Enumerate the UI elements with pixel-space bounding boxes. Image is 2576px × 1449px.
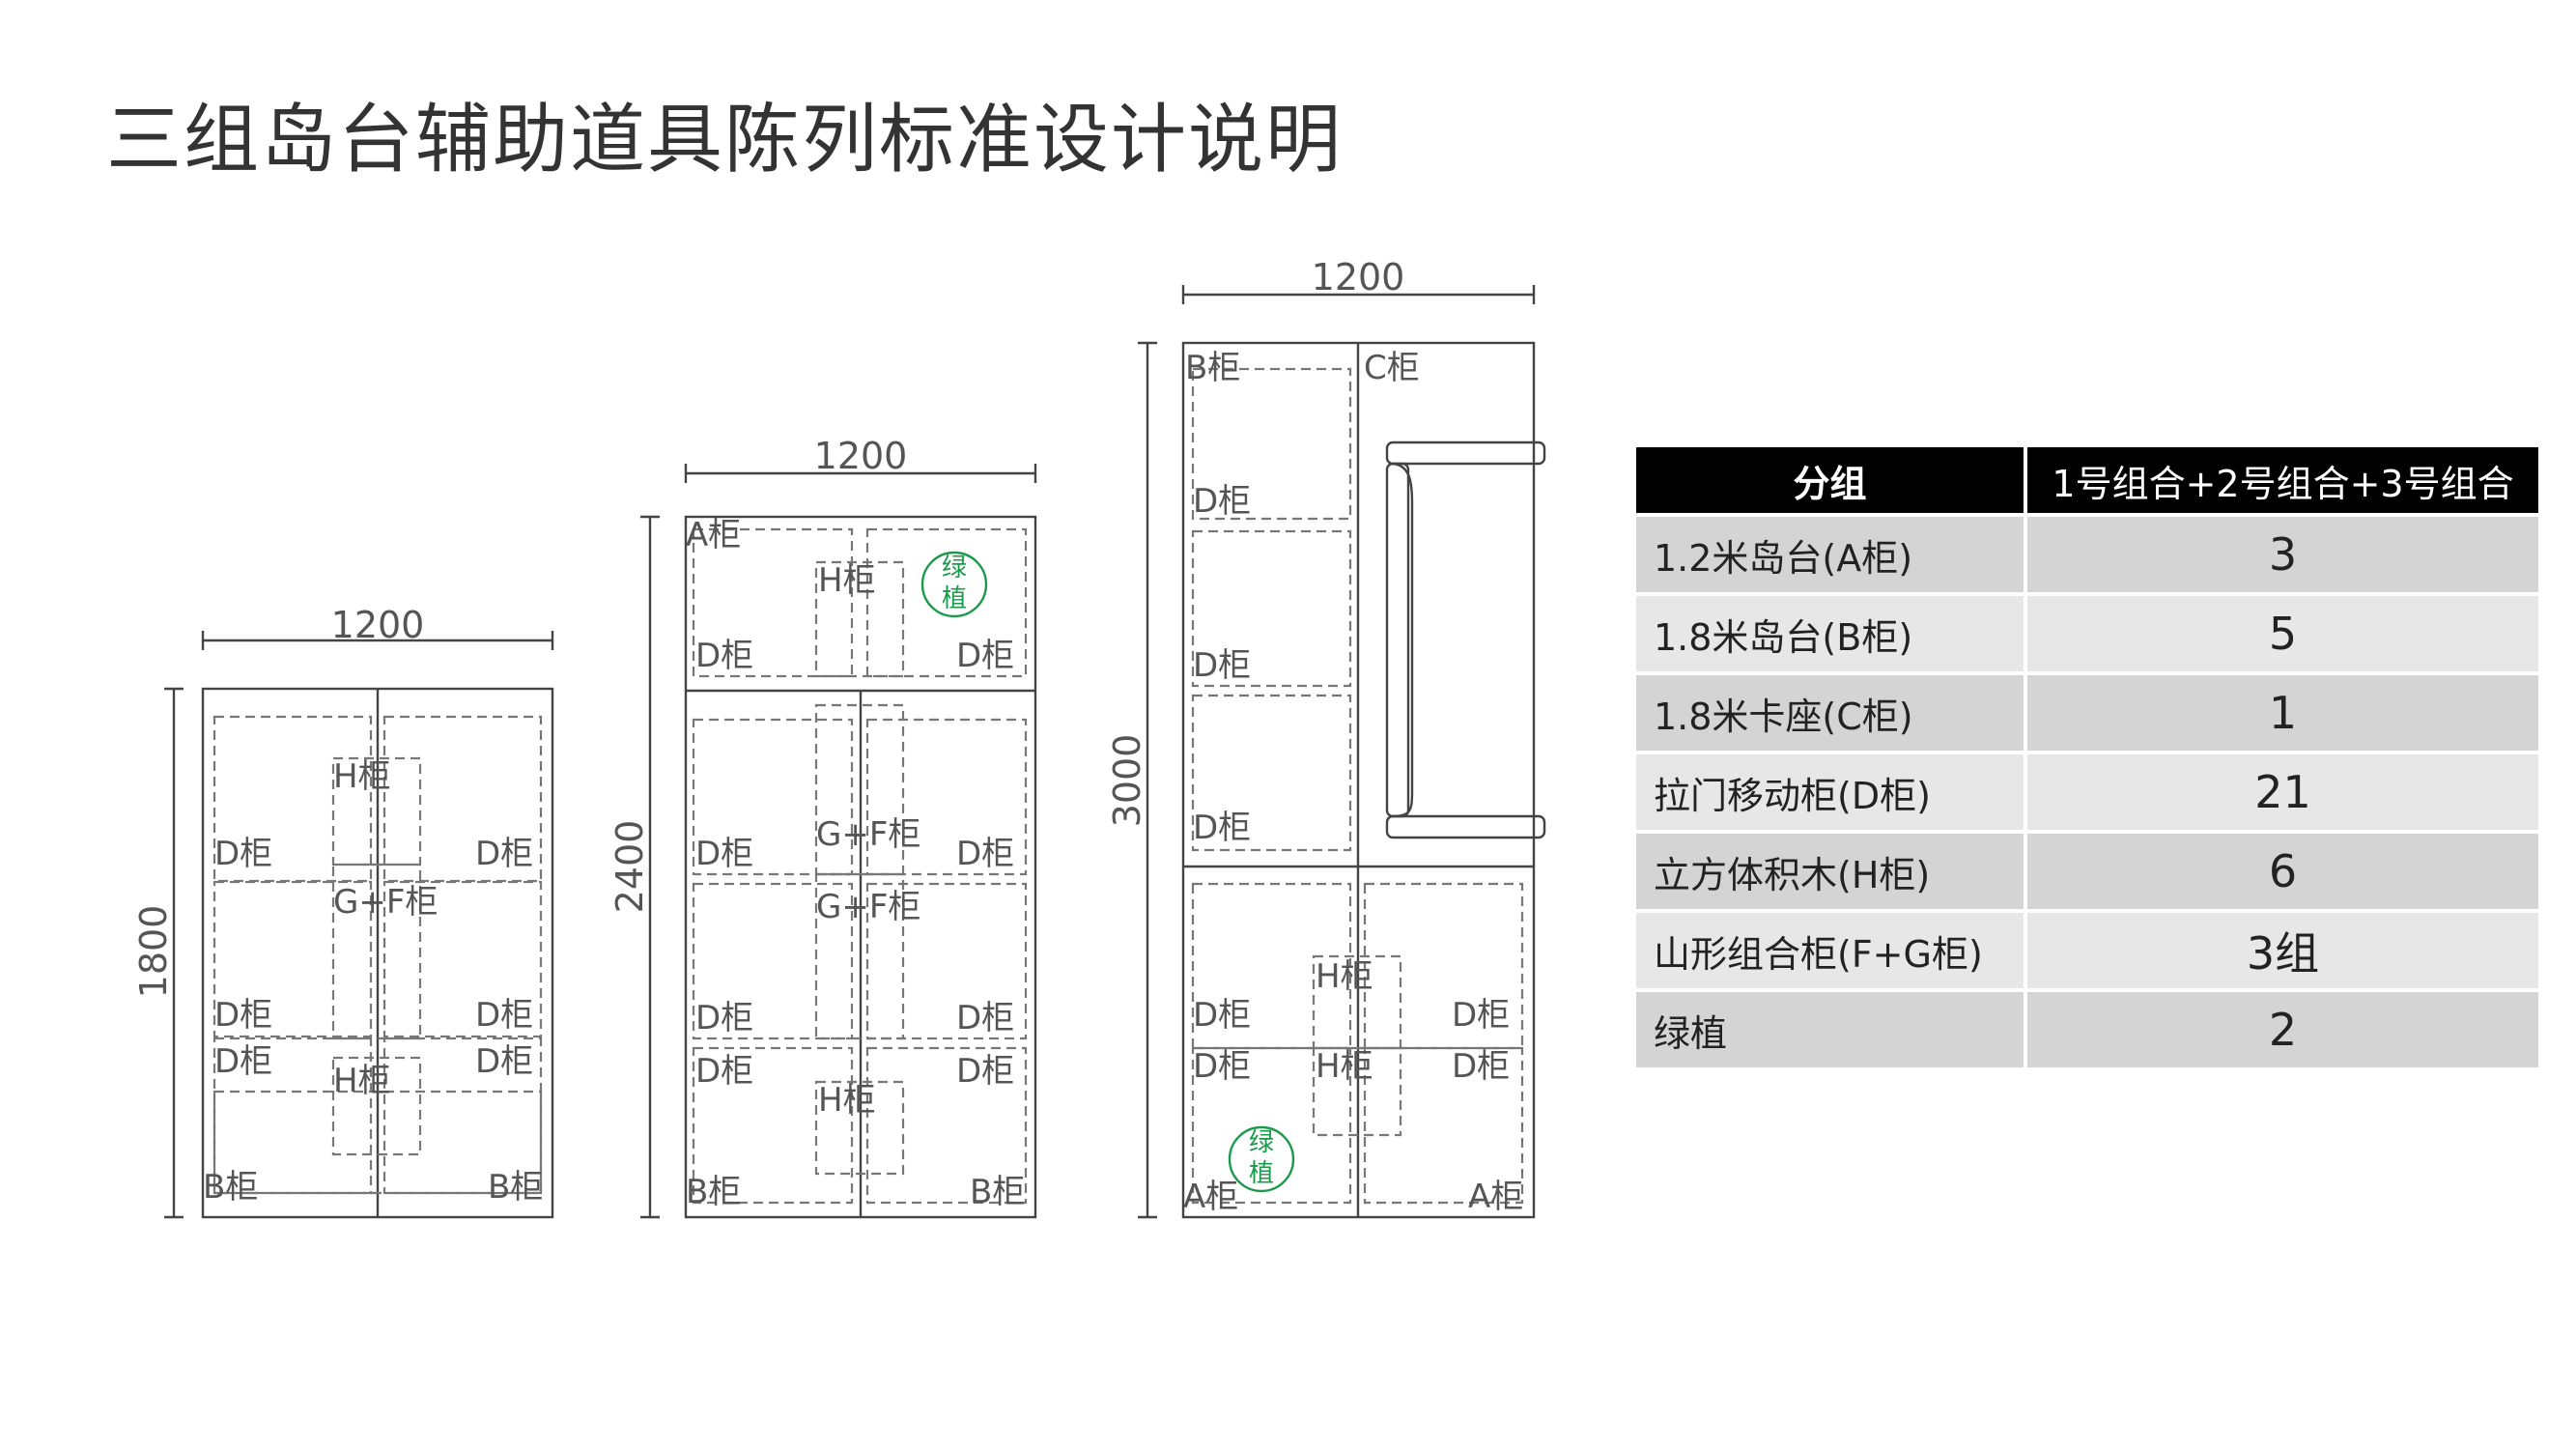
dim-height-1: 1800 bbox=[132, 905, 175, 999]
label-c: C柜 bbox=[1364, 349, 1420, 387]
dim-height-2: 2400 bbox=[609, 820, 651, 914]
row-label: 山形组合柜(F+G柜) bbox=[1636, 909, 2025, 990]
label-gf: G+F柜 bbox=[816, 888, 920, 926]
row-value: 5 bbox=[2024, 592, 2538, 673]
label-h: H柜 bbox=[818, 561, 876, 600]
label-d: D柜 bbox=[956, 637, 1014, 675]
summary-table: 分组 1号组合+2号组合+3号组合 1.2米岛台(A柜) 3 1.8米岛台(B柜… bbox=[1636, 447, 2538, 1067]
dim-height-3: 3000 bbox=[1106, 734, 1148, 828]
plant-label: 植 bbox=[1249, 1159, 1274, 1188]
page-title: 三组岛台辅助道具陈列标准设计说明 bbox=[106, 97, 1344, 184]
label-a: A柜 bbox=[1183, 1178, 1238, 1216]
plant-label: 植 bbox=[942, 584, 967, 613]
label-b: B柜 bbox=[686, 1173, 741, 1211]
label-d: D柜 bbox=[956, 835, 1014, 873]
label-d: D柜 bbox=[1193, 996, 1251, 1035]
label-b: B柜 bbox=[488, 1168, 543, 1207]
plant-label: 绿 bbox=[1249, 1128, 1274, 1157]
label-gf: G+F柜 bbox=[333, 883, 438, 922]
row-label: 立方体积木(H柜) bbox=[1636, 830, 2025, 911]
table-header-combo: 1号组合+2号组合+3号组合 bbox=[2024, 447, 2538, 515]
row-value: 2 bbox=[2024, 988, 2538, 1067]
label-d: D柜 bbox=[214, 996, 272, 1035]
floor-plan-drawing: 1200 1800 1200 2400 1200 3000 D柜 D柜 H柜 G… bbox=[132, 256, 1546, 1219]
row-value: 21 bbox=[2024, 751, 2538, 832]
summary-table-wrapper: 分组 1号组合+2号组合+3号组合 1.2米岛台(A柜) 3 1.8米岛台(B柜… bbox=[1636, 447, 2576, 1067]
label-d: D柜 bbox=[1193, 646, 1251, 685]
label-d: D柜 bbox=[214, 1042, 272, 1081]
label-d: D柜 bbox=[695, 835, 753, 873]
label-d: D柜 bbox=[1193, 809, 1251, 847]
label-b: B柜 bbox=[1185, 349, 1240, 387]
row-value: 6 bbox=[2024, 830, 2538, 911]
label-d: D柜 bbox=[956, 999, 1014, 1037]
table-row: 1.2米岛台(A柜) 3 bbox=[1636, 513, 2538, 594]
label-d: D柜 bbox=[695, 637, 753, 675]
label-d: D柜 bbox=[475, 835, 533, 873]
label-h: H柜 bbox=[1316, 957, 1373, 996]
table-row: 绿植 2 bbox=[1636, 988, 2538, 1067]
table-row: 1.8米卡座(C柜) 1 bbox=[1636, 671, 2538, 753]
label-h: H柜 bbox=[333, 757, 391, 796]
label-b: B柜 bbox=[203, 1168, 258, 1207]
label-d: D柜 bbox=[695, 1052, 753, 1091]
plan-1 bbox=[164, 631, 554, 1219]
label-d: D柜 bbox=[475, 996, 533, 1035]
label-d: D柜 bbox=[1193, 482, 1251, 521]
table-row: 1.8米岛台(B柜) 5 bbox=[1636, 592, 2538, 673]
label-d: D柜 bbox=[956, 1052, 1014, 1091]
label-d: D柜 bbox=[475, 1042, 533, 1081]
row-value: 3组 bbox=[2024, 909, 2538, 990]
label-d: D柜 bbox=[1452, 996, 1510, 1035]
label-d: D柜 bbox=[1193, 1047, 1251, 1086]
dim-width-2: 1200 bbox=[814, 435, 908, 477]
table-row: 拉门移动柜(D柜) 21 bbox=[1636, 751, 2538, 832]
plan-2 bbox=[640, 464, 1037, 1219]
table-header-group: 分组 bbox=[1636, 447, 2025, 515]
label-h: H柜 bbox=[333, 1062, 391, 1100]
label-a: A柜 bbox=[686, 516, 741, 554]
label-h: H柜 bbox=[818, 1081, 876, 1120]
row-label: 1.8米卡座(C柜) bbox=[1636, 671, 2025, 753]
row-value: 1 bbox=[2024, 671, 2538, 753]
plant-label: 绿 bbox=[942, 554, 967, 582]
plan-3 bbox=[1138, 285, 1546, 1219]
dim-width-1: 1200 bbox=[331, 604, 425, 646]
label-d: D柜 bbox=[1452, 1047, 1510, 1086]
label-d: D柜 bbox=[214, 835, 272, 873]
table-header-row: 分组 1号组合+2号组合+3号组合 bbox=[1636, 447, 2538, 515]
row-label: 1.2米岛台(A柜) bbox=[1636, 513, 2025, 594]
row-label: 绿植 bbox=[1636, 988, 2025, 1067]
table-row: 立方体积木(H柜) 6 bbox=[1636, 830, 2538, 911]
row-value: 3 bbox=[2024, 513, 2538, 594]
label-h: H柜 bbox=[1316, 1047, 1373, 1086]
label-b: B柜 bbox=[970, 1173, 1025, 1211]
label-gf: G+F柜 bbox=[816, 815, 920, 854]
table-row: 山形组合柜(F+G柜) 3组 bbox=[1636, 909, 2538, 990]
label-a: A柜 bbox=[1468, 1178, 1523, 1216]
dim-width-3: 1200 bbox=[1312, 256, 1405, 298]
label-d: D柜 bbox=[695, 999, 753, 1037]
row-label: 拉门移动柜(D柜) bbox=[1636, 751, 2025, 832]
row-label: 1.8米岛台(B柜) bbox=[1636, 592, 2025, 673]
